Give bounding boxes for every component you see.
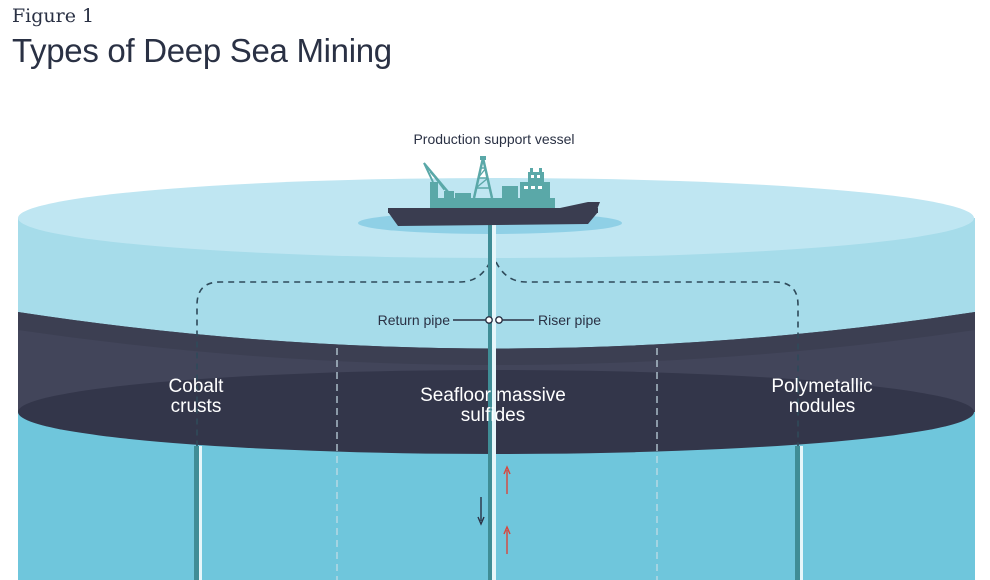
zone-cobalt-line1: Cobalt xyxy=(169,376,225,397)
vessel-label: Production support vessel xyxy=(413,131,574,147)
zone-sulfides-line2: sulfides xyxy=(461,405,525,426)
side-pipe-right xyxy=(795,446,801,580)
ship-icon xyxy=(388,156,600,226)
zone-nodules-line1: Polymetallic xyxy=(771,376,872,397)
dark-band-top-edge xyxy=(18,312,975,365)
distribution-line-left xyxy=(196,261,491,446)
riser-pipe-label: Riser pipe xyxy=(538,312,601,328)
figure-label: Figure 1 xyxy=(12,5,95,27)
figure-title: Types of Deep Sea Mining xyxy=(12,32,392,69)
side-pipe-right-highlight xyxy=(800,446,803,580)
arrow-up-icon xyxy=(503,465,511,494)
riser-pipe-connector xyxy=(495,316,503,324)
return-pipe-label: Return pipe xyxy=(378,312,451,328)
side-pipe-left xyxy=(194,446,200,580)
arrow-down-icon xyxy=(477,497,485,526)
return-pipe xyxy=(488,222,492,580)
return-pipe-connector xyxy=(485,316,493,324)
zone-cobalt-line2: crusts xyxy=(171,396,222,417)
side-pipe-left-highlight xyxy=(199,446,202,580)
distribution-line-right xyxy=(495,261,799,446)
riser-pipe xyxy=(492,222,496,580)
arrow-up-icon xyxy=(503,525,511,554)
zone-sulfides-line1: Seafloor massive xyxy=(420,385,566,406)
zone-nodules-line2: nodules xyxy=(789,396,856,417)
